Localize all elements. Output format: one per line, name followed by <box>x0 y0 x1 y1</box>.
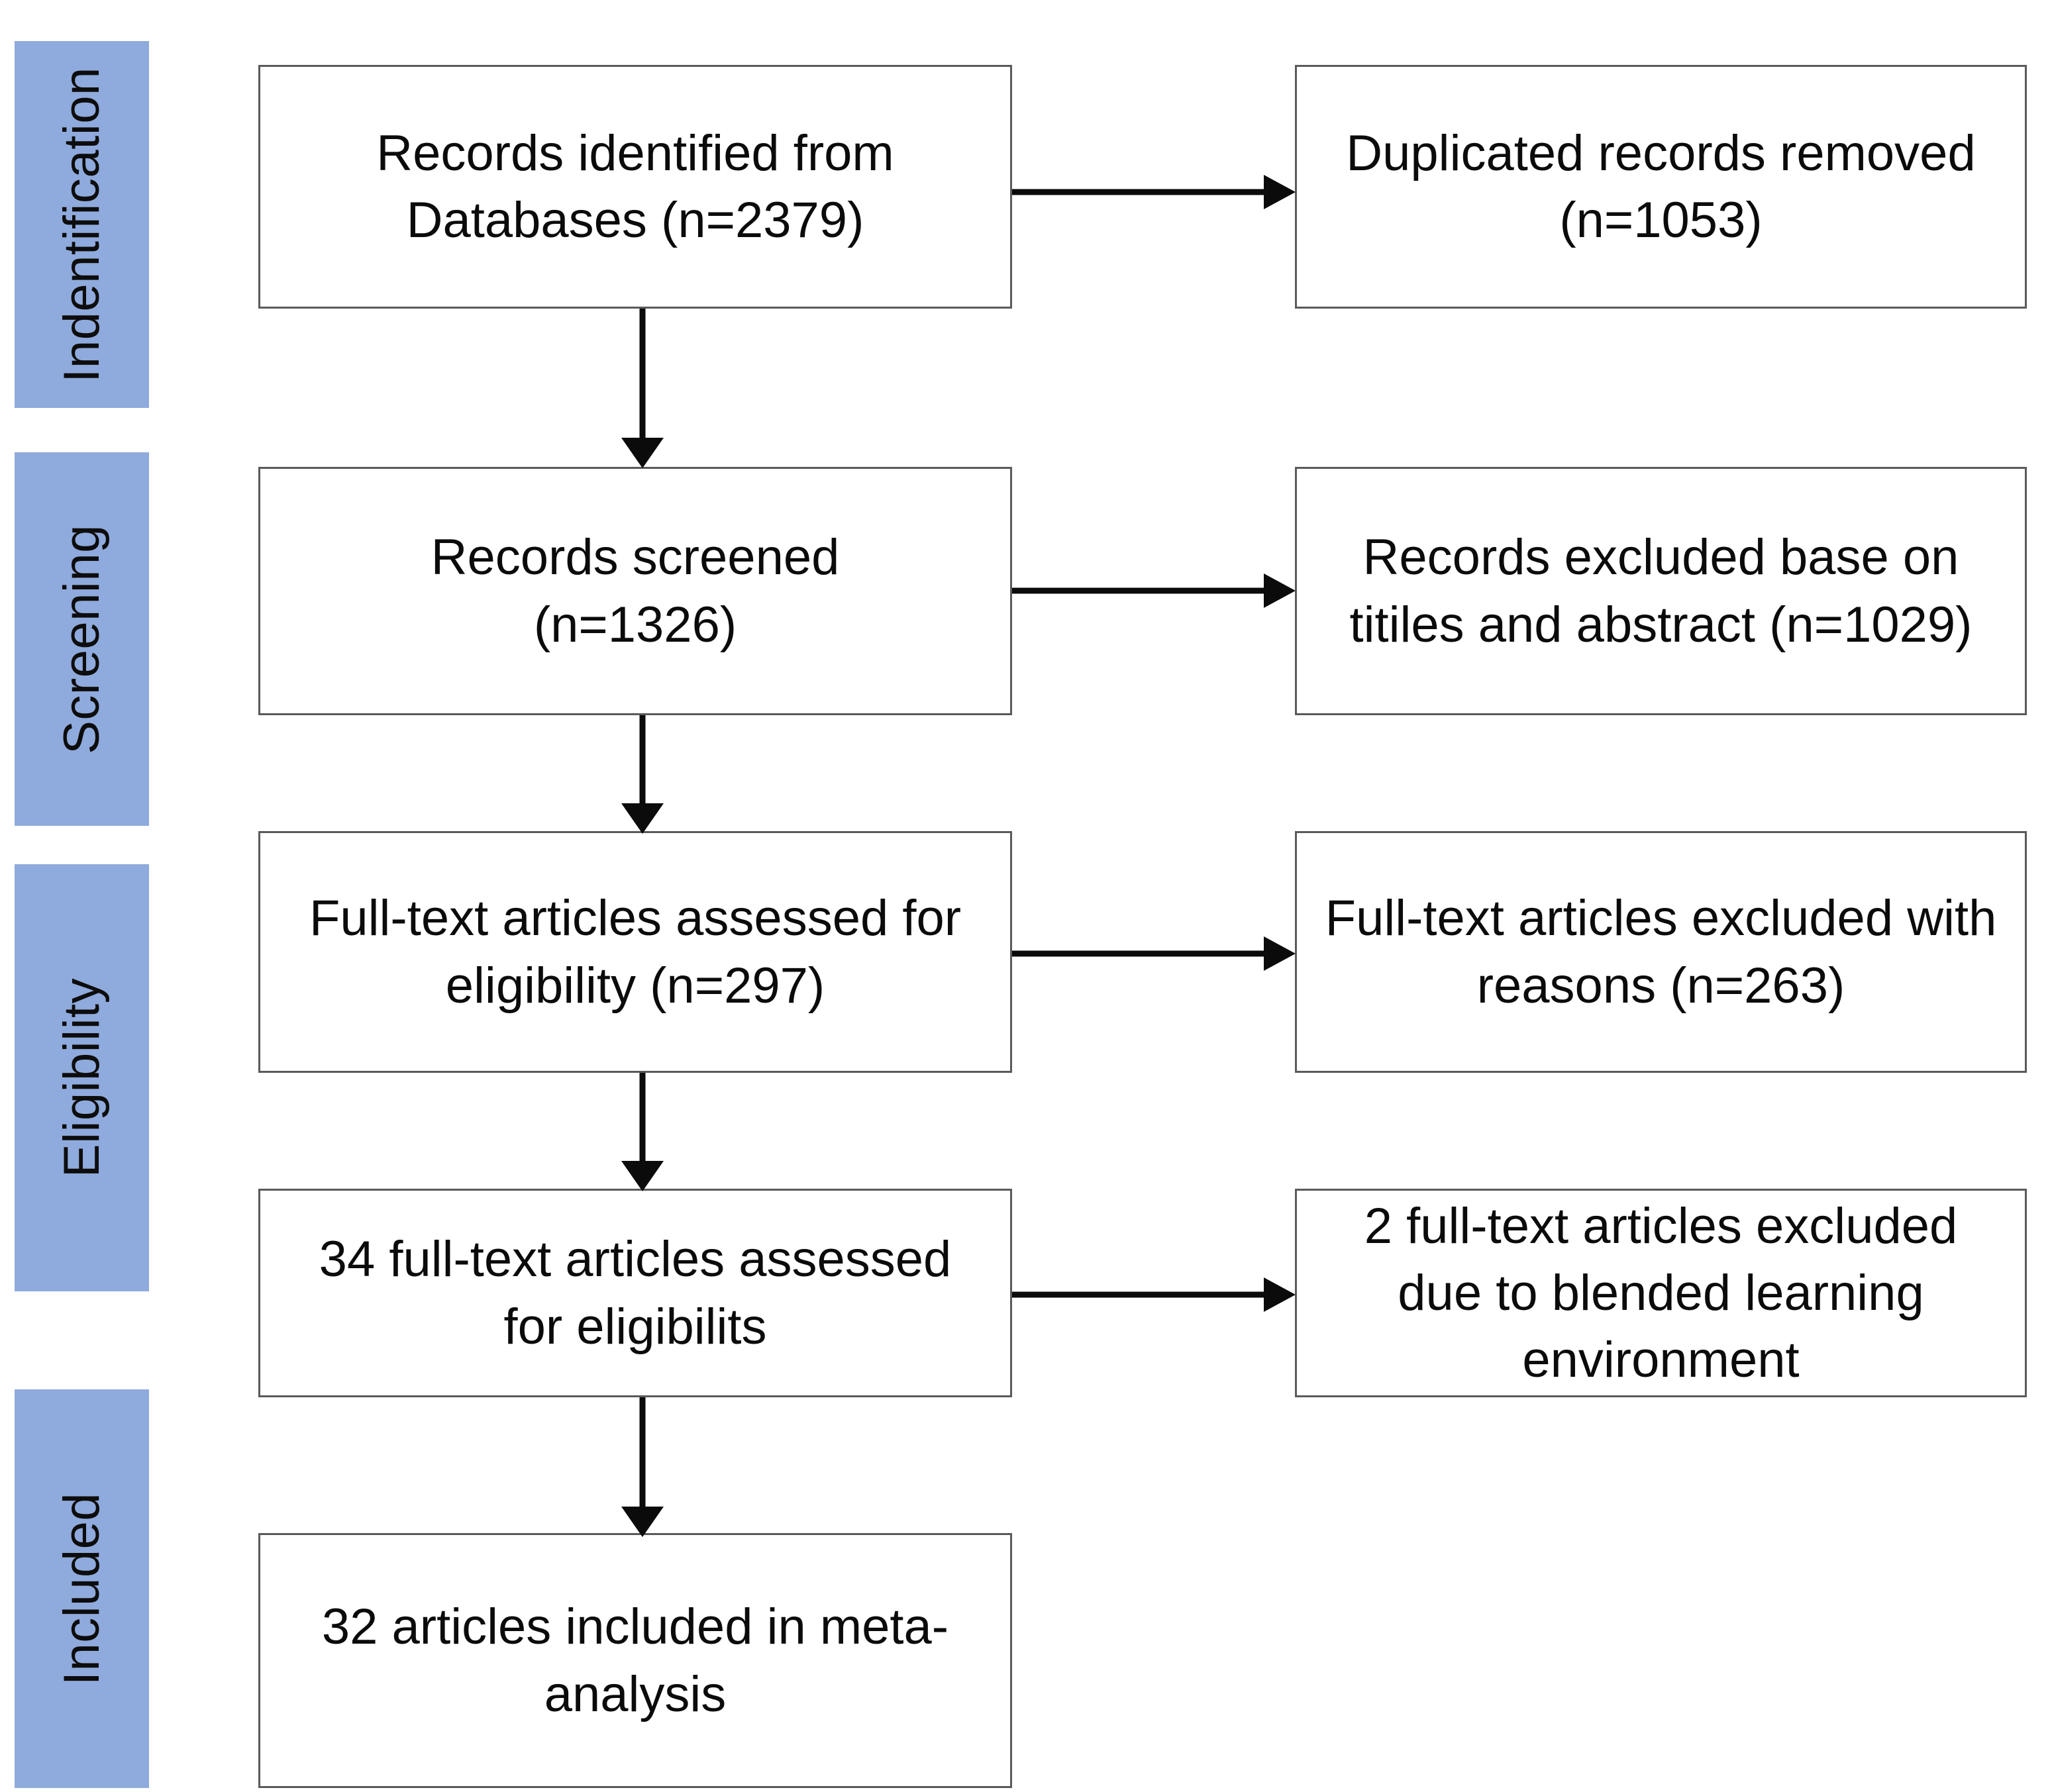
box-excluded-blended-learning-text: 2 full-text articles excluded due to ble… <box>1364 1197 1958 1389</box>
box-records-screened-text: Records screened (n=1326) <box>431 529 840 653</box>
stage-bar-screening: Screening <box>15 452 149 826</box>
box-34-fulltext-assessed-text: 34 full-text articles assessed for eligi… <box>319 1231 952 1355</box>
connector-identified-to-duplicates <box>1012 159 1297 225</box>
box-duplicated-records-removed-text: Duplicated records removed (n=1053) <box>1346 124 1976 248</box>
connector-fulltext-to-excluded-reasons <box>1012 921 1297 987</box>
connector-identified-to-screened <box>603 309 682 469</box>
connector-screened-to-fulltext <box>603 715 682 834</box>
box-fulltext-excluded-reasons: Full-text articles excluded with reasons… <box>1295 831 2027 1073</box>
box-included-meta-analysis: 32 articles included in meta- analysis <box>258 1533 1012 1788</box>
box-excluded-blended-learning: 2 full-text articles excluded due to ble… <box>1295 1189 2027 1397</box>
box-records-identified: Records identified from Databases (n=237… <box>258 65 1012 309</box>
stage-label-eligibility: Eligibility <box>54 977 110 1178</box>
box-records-excluded-titles-abstract: Records excluded base on titiles and abs… <box>1295 467 2027 715</box>
box-34-fulltext-assessed: 34 full-text articles assessed for eligi… <box>258 1189 1012 1397</box>
stage-label-included: Included <box>54 1492 110 1685</box>
connector-34-fulltext-to-blended-excluded <box>1012 1262 1297 1328</box>
stage-bar-identification: Indentification <box>15 41 149 408</box>
connector-screened-to-excluded <box>1012 558 1297 624</box>
stage-label-screening: Screening <box>54 524 111 754</box>
box-fulltext-assessed-eligibility-text: Full-text articles assessed for eligibil… <box>309 890 962 1014</box>
stage-bar-eligibility: Eligibility <box>15 864 149 1291</box>
stage-label-identification: Indentification <box>54 66 110 383</box>
box-included-meta-analysis-text: 32 articles included in meta- analysis <box>321 1599 949 1722</box>
box-duplicated-records-removed: Duplicated records removed (n=1053) <box>1295 65 2027 309</box>
box-records-excluded-titles-abstract-text: Records excluded base on titiles and abs… <box>1349 529 1973 653</box>
box-fulltext-assessed-eligibility: Full-text articles assessed for eligibil… <box>258 831 1012 1073</box>
box-fulltext-excluded-reasons-text: Full-text articles excluded with reasons… <box>1325 890 1997 1014</box>
box-records-identified-text: Records identified from Databases (n=237… <box>376 124 894 248</box>
connector-fulltext-to-34-fulltext <box>603 1073 682 1192</box>
stage-bar-included: Included <box>15 1389 149 1788</box>
connector-34-fulltext-to-included <box>603 1397 682 1538</box>
box-records-screened: Records screened (n=1326) <box>258 467 1012 715</box>
